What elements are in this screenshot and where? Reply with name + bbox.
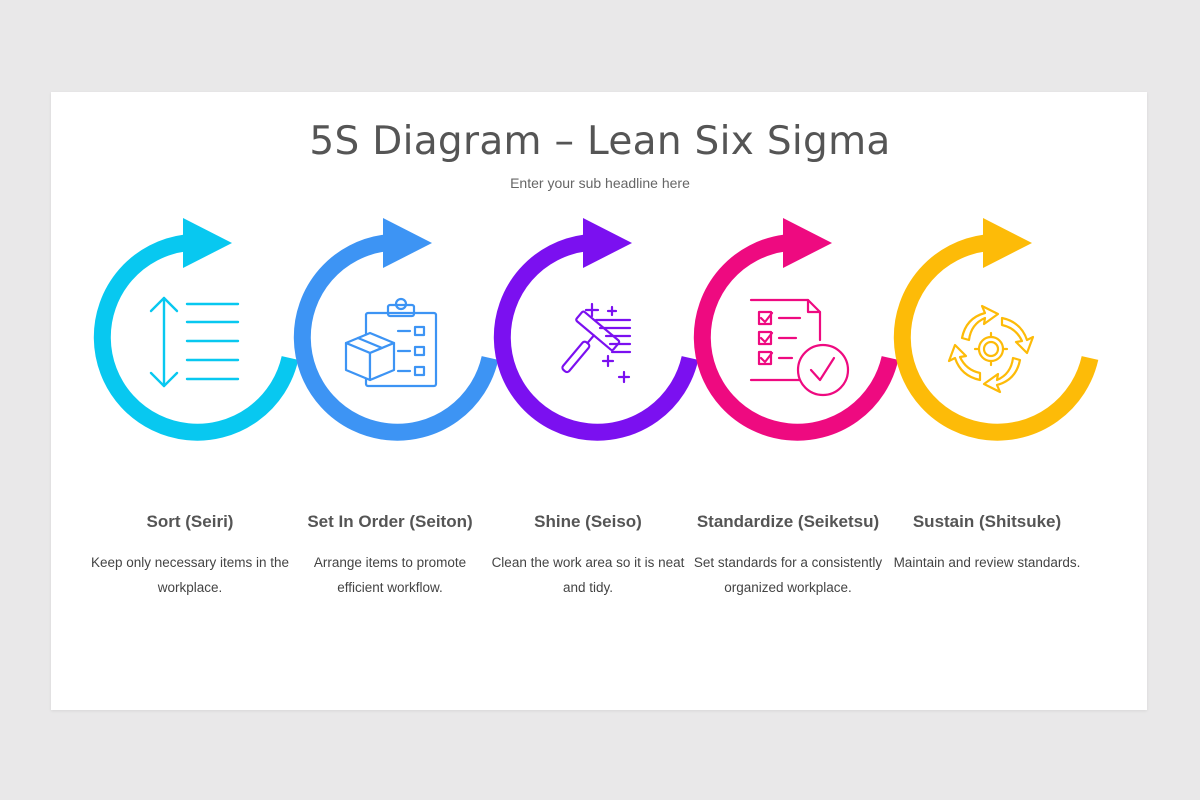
step-2-arrow (293, 218, 499, 441)
step-5-name: Sustain (Shitsuke) (912, 512, 1062, 531)
step-3-name: Shine (Seiso) (534, 512, 642, 531)
sustain-icon (947, 304, 1035, 394)
page-subtitle: Enter your sub headline here (510, 175, 690, 191)
set-in-order-icon (344, 297, 438, 388)
step-4-name: Standardize (Seiketsu) (696, 512, 880, 531)
step-1-arrow (93, 218, 299, 441)
slide-card (51, 92, 1147, 710)
step-2-name: Set In Order (Seiton) (307, 512, 473, 531)
step-4-arrow (693, 218, 899, 441)
step-3-arrow (493, 218, 699, 441)
sort-icon (149, 296, 240, 388)
step-3-description: Clean the work area so it is neat and ti… (491, 555, 685, 595)
standardize-icon (749, 298, 850, 397)
step-5-arrow (893, 218, 1099, 441)
step-1-description: Keep only necessary items in the workpla… (90, 555, 290, 595)
step-4-description: Set standards for a consistently organiz… (693, 555, 883, 595)
step-2-description: Arrange items to promote efficient workf… (313, 555, 467, 595)
step-1-name: Sort (Seiri) (146, 512, 234, 531)
page-title: 5S Diagram – Lean Six Sigma (309, 119, 891, 164)
step-5-description: Maintain and review standards. (893, 555, 1081, 570)
shine-icon (561, 302, 632, 384)
